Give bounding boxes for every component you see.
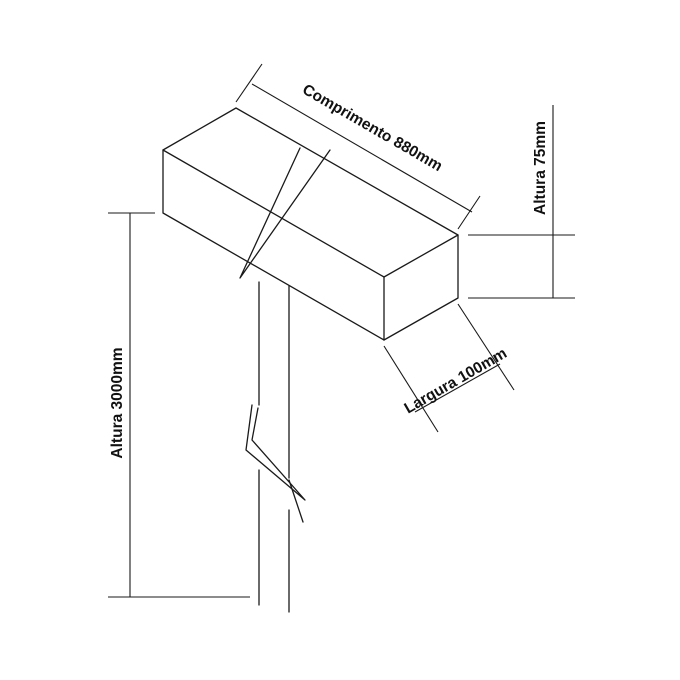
dimension-line <box>414 363 501 413</box>
dimension-largura: Largura 100mm <box>383 303 515 433</box>
block-top-face <box>162 107 459 278</box>
block-end-face <box>383 234 459 341</box>
extension-line <box>383 345 439 433</box>
post-break-symbol <box>245 404 306 501</box>
dimension-altura-bloco: Altura 75mm <box>468 105 575 299</box>
extension-line <box>457 195 481 230</box>
block-break-symbol <box>239 147 331 279</box>
extension-line <box>457 303 515 391</box>
dimension-altura-total: Altura 3000mm <box>108 212 250 598</box>
post <box>245 281 306 613</box>
block <box>162 107 459 341</box>
altura-total-label: Altura 3000mm <box>109 347 126 458</box>
largura-label: Largura 100mm <box>402 345 510 417</box>
block-front-face <box>162 149 385 341</box>
dimension-line <box>251 83 473 213</box>
dimension-comprimento: Comprimento 880mm <box>235 63 481 230</box>
comprimento-label: Comprimento 880mm <box>299 81 445 175</box>
extension-line <box>235 63 263 103</box>
altura-bloco-label: Altura 75mm <box>532 121 549 215</box>
